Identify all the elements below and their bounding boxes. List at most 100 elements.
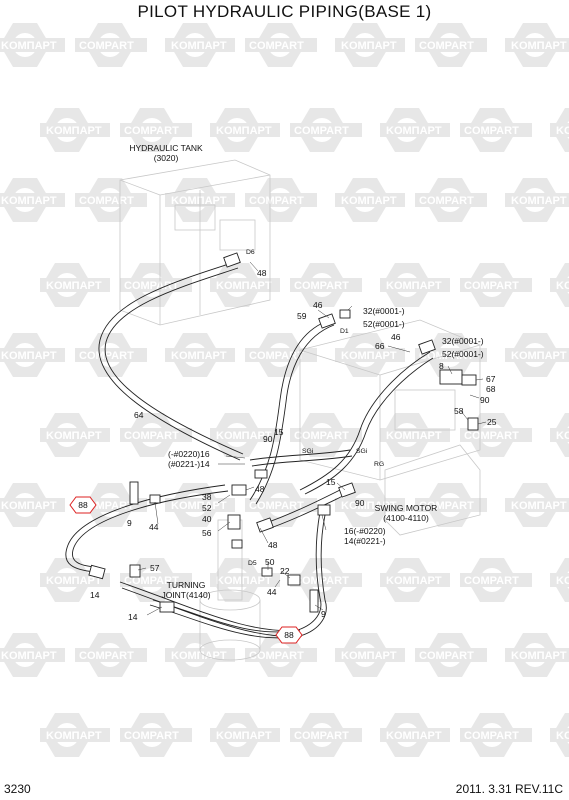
watermark-banner bbox=[335, 648, 405, 662]
watermark-text: KOMПAPT bbox=[46, 125, 102, 137]
watermark-text: KOMПAPT bbox=[216, 125, 272, 137]
callout-52: 52(#0001-) bbox=[363, 319, 405, 329]
watermark-banner bbox=[245, 348, 317, 362]
watermark-banner bbox=[290, 123, 362, 137]
watermark-text: KOMПAPT bbox=[386, 730, 442, 742]
watermark-banner bbox=[120, 428, 192, 442]
watermark-banner bbox=[290, 728, 362, 742]
watermark-banner bbox=[380, 278, 450, 292]
watermark-text: COMPART bbox=[419, 650, 474, 662]
watermark-text: KOMПAPT bbox=[46, 280, 102, 292]
watermark-text: KOMПAPT bbox=[1, 500, 57, 512]
watermark-text: COMPART bbox=[294, 430, 349, 442]
watermark-text: COMPART bbox=[419, 40, 474, 52]
watermark-banner bbox=[0, 38, 65, 52]
hex-callout-88-label: 88 bbox=[78, 500, 88, 510]
tag-sgi-2: SGi bbox=[356, 448, 368, 455]
watermark-banner bbox=[290, 573, 362, 587]
watermark-banner bbox=[505, 38, 569, 52]
watermark-text: KOMПAPT bbox=[386, 125, 442, 137]
hex-callout-88-left: 88 bbox=[69, 496, 97, 514]
watermark-text: COMPART bbox=[124, 125, 179, 137]
watermark-text: KOMПAPT bbox=[341, 650, 397, 662]
watermark-banner bbox=[460, 728, 532, 742]
watermark-banner bbox=[210, 573, 280, 587]
watermark-banner bbox=[75, 38, 147, 52]
callout-15: 15 bbox=[274, 427, 284, 437]
callout-22: 22 bbox=[280, 566, 290, 576]
watermark-pattern: KOMПAPT COMPART KOMПAPT COMPART KOMПAPT COMPA… bbox=[0, 23, 569, 757]
watermark-text: COMPART bbox=[294, 730, 349, 742]
watermark-banner bbox=[415, 193, 487, 207]
watermark-text: KOMПAPT bbox=[511, 650, 567, 662]
watermark-text: COMPART bbox=[79, 650, 134, 662]
watermark-banner bbox=[245, 38, 317, 52]
watermark-banner bbox=[210, 428, 280, 442]
watermark-text: COMPART bbox=[79, 195, 134, 207]
watermark-banner bbox=[245, 498, 317, 512]
watermark-text: KOMПAPT bbox=[511, 350, 567, 362]
watermark-text: KOMПAPT bbox=[171, 650, 227, 662]
watermark-banner bbox=[210, 728, 280, 742]
tag-rg: RG bbox=[374, 461, 384, 468]
watermark-banner bbox=[415, 498, 487, 512]
callout-38: 38 bbox=[202, 492, 212, 502]
watermark-text: KOMПAPT bbox=[171, 500, 227, 512]
watermark-banner bbox=[0, 498, 65, 512]
watermark-text: COMPART bbox=[464, 280, 519, 292]
watermark-banner bbox=[460, 573, 532, 587]
watermark-text: COMPART bbox=[249, 195, 304, 207]
callout-48: 48 bbox=[257, 268, 267, 278]
watermark-banner bbox=[245, 193, 317, 207]
callout-14: (#0221-)14 bbox=[168, 459, 210, 469]
watermark-banner bbox=[120, 278, 192, 292]
watermark-banner bbox=[0, 648, 65, 662]
watermark-text: COMPART bbox=[419, 195, 474, 207]
callout-14: 14 bbox=[128, 612, 138, 622]
watermark-banner bbox=[415, 648, 487, 662]
watermark-banner bbox=[40, 278, 110, 292]
swing-motor-code: (4100-4110) bbox=[383, 513, 429, 523]
watermark-text: COMPART bbox=[464, 125, 519, 137]
watermark-text: KOMПAPT bbox=[511, 40, 567, 52]
watermark-text: KOMПAPT bbox=[171, 350, 227, 362]
turning-joint-code: JOINT(4140) bbox=[161, 590, 210, 600]
callout-58: 58 bbox=[454, 406, 464, 416]
callout-16: 16(-#0220) bbox=[344, 526, 386, 536]
callout-14: 14 bbox=[90, 590, 100, 600]
watermark-banner bbox=[290, 428, 362, 442]
watermark-text: KOMПAPT bbox=[556, 575, 569, 587]
watermark-text: KOMПAPT bbox=[511, 195, 567, 207]
watermark-text: COMPART bbox=[249, 40, 304, 52]
watermark-banner bbox=[460, 278, 532, 292]
callout-90: 90 bbox=[355, 498, 365, 508]
watermark-banner bbox=[505, 648, 569, 662]
callout-46: 46 bbox=[391, 332, 401, 342]
revision-date: 2011. 3.31 REV.11C bbox=[455, 782, 563, 796]
watermark-text: KOMПAPT bbox=[386, 575, 442, 587]
watermark-text: KOMПAPT bbox=[556, 125, 569, 137]
hydraulic-tank-drawing bbox=[119, 159, 271, 326]
watermark-banner bbox=[40, 428, 110, 442]
watermark-banner bbox=[75, 648, 147, 662]
callout-25: 25 bbox=[487, 417, 497, 427]
watermark-text: COMPART bbox=[464, 430, 519, 442]
watermark-banner bbox=[460, 123, 532, 137]
watermark-banner bbox=[210, 278, 280, 292]
watermark-banner bbox=[505, 498, 569, 512]
watermark-text: KOMПAPT bbox=[1, 195, 57, 207]
callout-44: 44 bbox=[149, 522, 159, 532]
watermark-banner bbox=[120, 728, 192, 742]
watermark-text: KOMПAPT bbox=[556, 730, 569, 742]
watermark-banner bbox=[165, 348, 235, 362]
watermark-banner bbox=[505, 193, 569, 207]
watermark-text: COMPART bbox=[294, 125, 349, 137]
watermark-text: KOMПAPT bbox=[46, 430, 102, 442]
hydraulic-tank-label: HYDRAULIC TANK bbox=[129, 143, 203, 153]
watermark-text: KOMПAPT bbox=[171, 40, 227, 52]
watermark-text: KOMПAPT bbox=[46, 730, 102, 742]
turning-joint-label: TURNING bbox=[167, 580, 206, 590]
watermark-text: KOMПAPT bbox=[216, 730, 272, 742]
callout-14: 14(#0221-) bbox=[344, 536, 386, 546]
tag-d5: D5 bbox=[248, 560, 257, 567]
